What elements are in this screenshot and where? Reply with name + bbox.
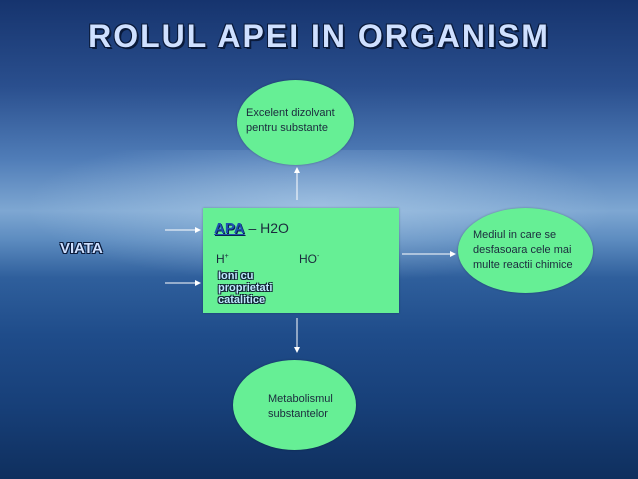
ion-h-charge: +: [224, 253, 229, 260]
ion-ho: HO-: [299, 252, 319, 266]
node-top-text: Excelent dizolvant pentru substante: [246, 107, 335, 134]
ion-h: H+: [216, 252, 229, 266]
node-right-ellipse: [458, 208, 593, 293]
node-top-ellipse: [237, 80, 354, 165]
center-box: [203, 208, 399, 313]
slide-title: ROLUL APEI IN ORGANISM: [88, 18, 550, 54]
ion-ho-charge: -: [317, 253, 320, 260]
node-right-text: Mediul in care se desfasoara cele mai mu…: [473, 229, 573, 271]
apa-label: APA: [214, 220, 245, 237]
ion-ho-symbol: HO: [299, 252, 317, 266]
node-left-label: VIATA: [60, 240, 103, 257]
node-bottom-text: Metabolismul substantelor: [268, 393, 333, 420]
apa-formula-text: – H2O: [244, 220, 289, 236]
ioni-text: Ioni cu proprietati catalitice: [218, 270, 273, 306]
node-bottom-ellipse: [233, 360, 356, 450]
ion-h-symbol: H: [216, 252, 225, 266]
apa-formula: APA – H2O: [214, 220, 289, 237]
